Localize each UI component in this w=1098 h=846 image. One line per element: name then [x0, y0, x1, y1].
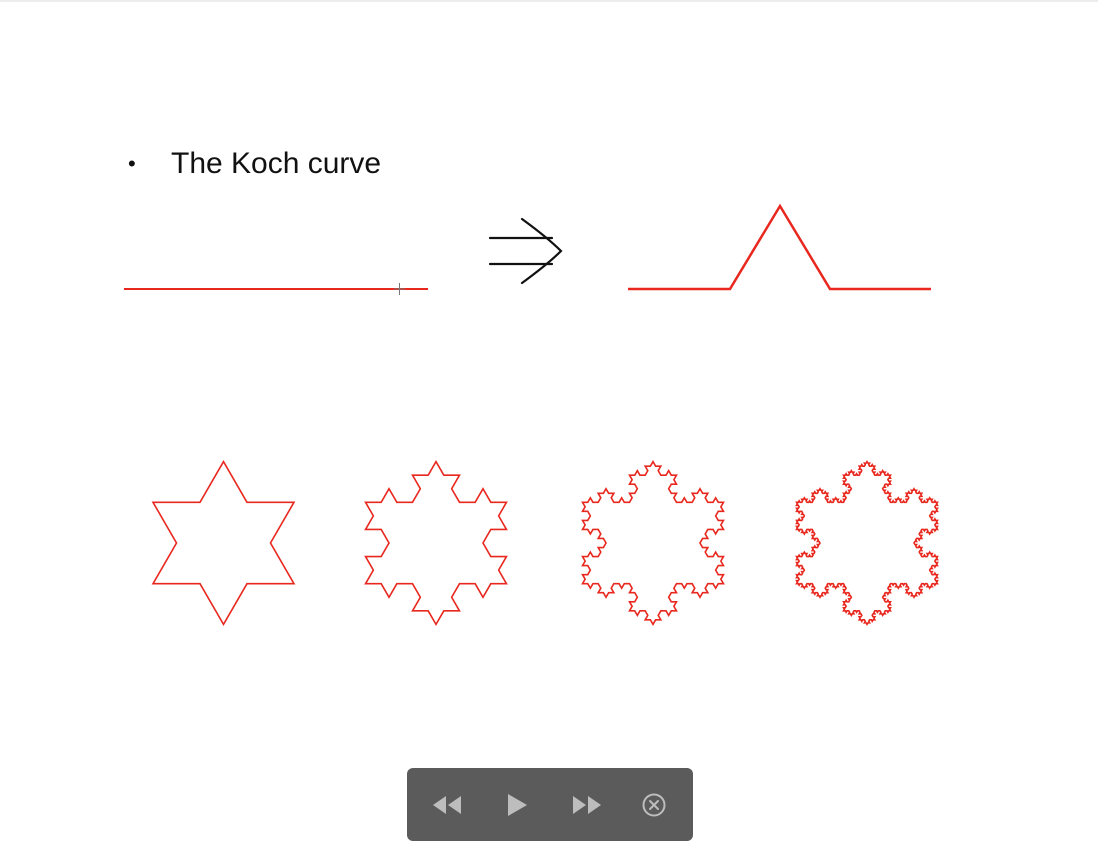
bullet-item: • The Koch curve [128, 142, 381, 186]
window-top-edge [0, 0, 1098, 2]
close-button[interactable] [637, 768, 671, 841]
generator-curve [628, 203, 931, 291]
bullet-dot: • [128, 151, 136, 176]
koch-snowflake-iteration-1 [151, 460, 296, 626]
koch-diagram [124, 203, 939, 626]
play-button[interactable] [497, 768, 537, 841]
koch-snowflake-outline [364, 460, 508, 626]
koch-snowflake-outline [581, 460, 725, 626]
play-icon [508, 793, 527, 816]
bullet-text: The Koch curve [171, 147, 382, 180]
koch-snowflake-iteration-2 [364, 460, 508, 626]
koch-snowflake-iteration-4 [795, 460, 939, 626]
koch-snowflake-outline [795, 460, 939, 626]
crosshair-cursor-icon [394, 283, 405, 295]
fast-forward-button[interactable] [565, 768, 609, 841]
rewind-icon [433, 795, 461, 814]
implies-arrow-icon [488, 217, 563, 285]
playback-controls-bar [407, 768, 693, 841]
close-circle-icon [642, 793, 666, 816]
rewind-button[interactable] [425, 768, 469, 841]
fast-forward-icon [573, 795, 601, 814]
koch-snowflake-outline [151, 460, 296, 626]
koch-snowflake-iteration-3 [581, 460, 725, 626]
